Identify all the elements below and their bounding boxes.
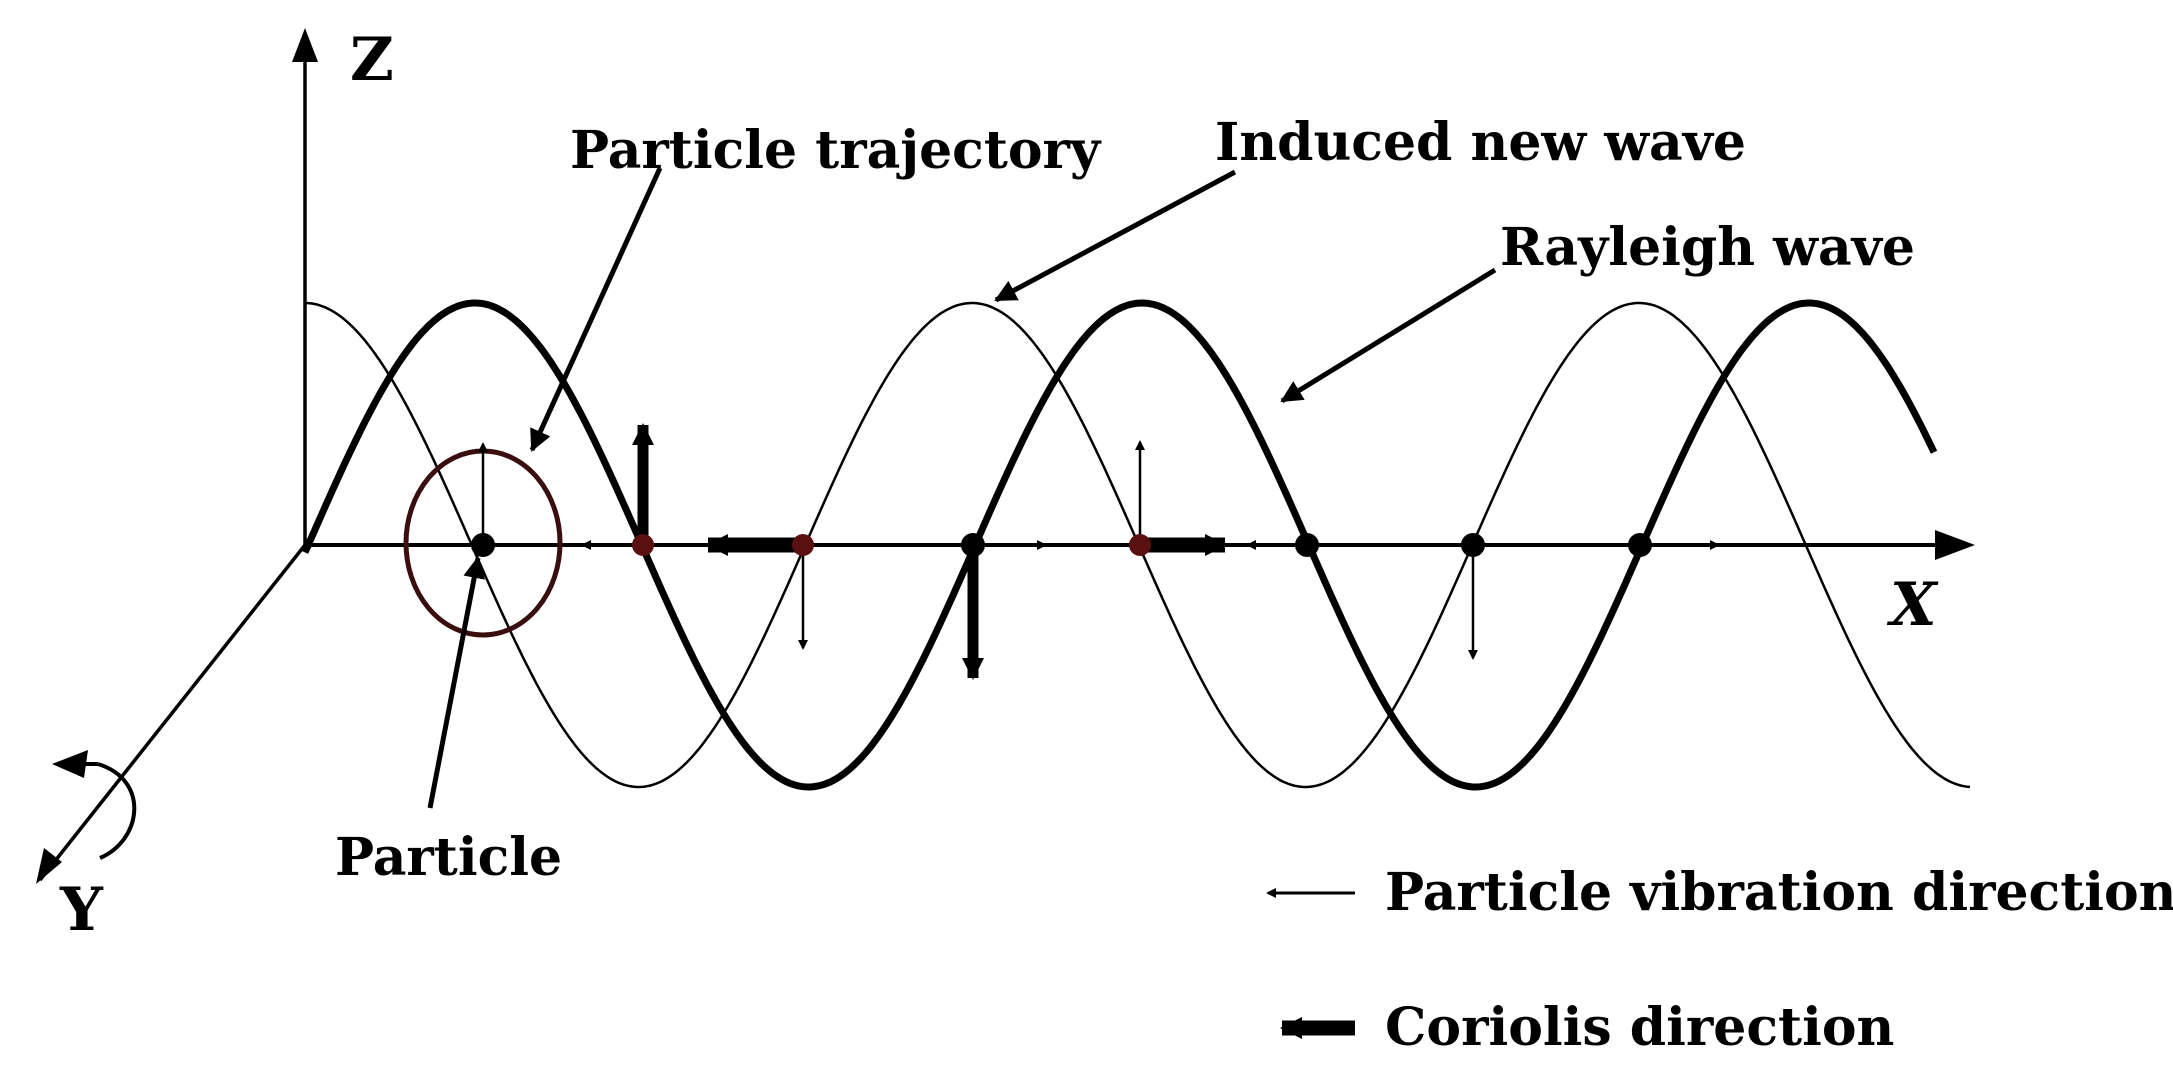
- x-axis-arrowhead: [1935, 530, 1975, 560]
- callout-arrow-particle: [427, 556, 486, 809]
- label-induced-new-wave: Induced new wave: [1215, 112, 1746, 173]
- node: [632, 534, 654, 556]
- node: [1628, 533, 1652, 557]
- legend-coriolis-text: Coriolis direction: [1385, 997, 1894, 1058]
- rayleigh-wave-curve: [301, 299, 1938, 791]
- y-axis: [38, 543, 307, 882]
- z-axis-arrowhead: [292, 28, 318, 62]
- legend-vibration-text: Particle vibration direction: [1385, 862, 2173, 923]
- label-particle-trajectory: Particle trajectory: [570, 120, 1102, 181]
- z-axis-label: Z: [350, 25, 394, 95]
- label-particle: Particle: [335, 827, 562, 888]
- label-rayleigh-wave: Rayleigh wave: [1500, 217, 1915, 278]
- particle-node: [471, 533, 495, 557]
- node: [961, 533, 985, 557]
- y-axis-label: Y: [59, 875, 104, 945]
- callout-arrow-rayleigh: [1280, 267, 1497, 404]
- node: [1129, 534, 1151, 556]
- node: [1461, 533, 1485, 557]
- y-axis-arrowhead: [36, 848, 62, 884]
- node: [792, 534, 814, 556]
- rotation-arrow-icon: [97, 762, 137, 860]
- x-axis-label: X: [1886, 570, 1939, 640]
- callout-arrow-induced: [994, 169, 1237, 303]
- callout-arrow-trajectory: [529, 166, 663, 452]
- node: [1295, 533, 1319, 557]
